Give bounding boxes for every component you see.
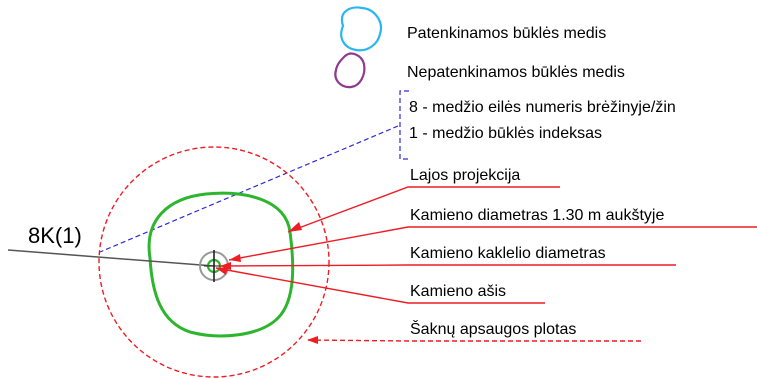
callout-root-zone-arrowhead <box>307 336 318 344</box>
callout-trunk-diameter-label: Kamieno diametras 1.30 m aukštyje <box>410 207 664 224</box>
callout-root-collar-arrowhead <box>220 262 231 270</box>
crown-projection <box>147 191 295 338</box>
callout-trunk-diameter-arrowhead <box>229 254 241 262</box>
callout-root-collar-label: Kamieno kaklelio diametras <box>410 245 606 262</box>
callout-crown-arrowhead <box>288 222 302 232</box>
satisfactory-tree-icon <box>340 6 383 52</box>
tree-id-leader-line <box>99 125 399 253</box>
root-protection-zone <box>98 146 330 378</box>
tree-id-note-bracket <box>399 90 409 160</box>
unsatisfactory-tree-icon <box>334 52 366 89</box>
legend-satisfactory-label: Patenkinamos būklės medis <box>407 25 606 42</box>
condition-index-note: 1 - medžio būklės indeksas <box>409 125 602 142</box>
callout-root-zone-leader <box>306 339 641 342</box>
callout-axis-leader <box>215 267 545 304</box>
callout-crown-leader <box>287 186 560 233</box>
callout-axis-label: Kamieno ašis <box>410 283 506 300</box>
callout-root-zone-label: Šaknų apsaugos plotas <box>410 319 576 338</box>
callout-trunk-diameter-leader <box>228 226 757 261</box>
legend-unsatisfactory-label: Nepatenkinamos būklės medis <box>407 64 625 81</box>
tree-number-note: 8 - medžio eilės numeris brėžinyje/žin <box>409 99 676 116</box>
callout-crown-label: Lajos projekcija <box>410 167 520 184</box>
callout-root-collar-leader <box>219 264 676 267</box>
tree-id-pointer <box>7 249 215 267</box>
tree-id-label: 8K(1) <box>28 223 82 248</box>
callout-group: Lajos projekcija Kamieno diametras 1.30 … <box>215 167 757 344</box>
callout-axis-arrowhead <box>216 267 228 275</box>
